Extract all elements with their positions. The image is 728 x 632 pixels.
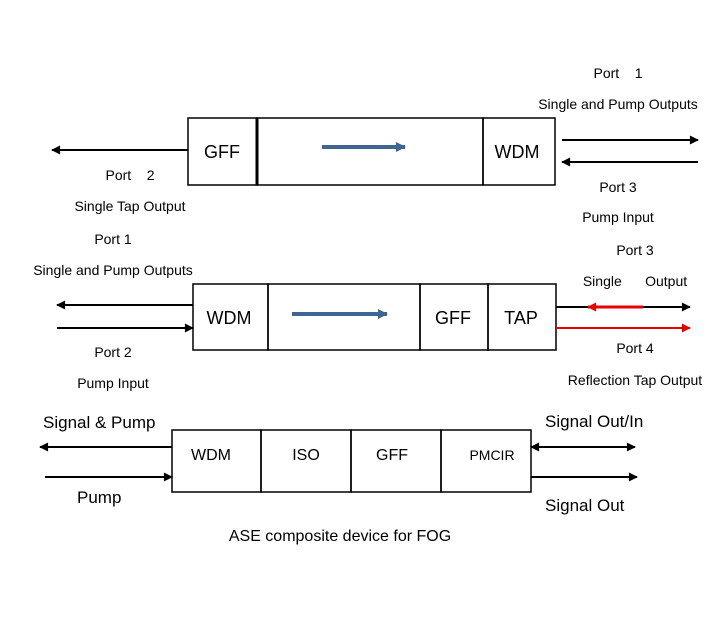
port2-desc: Pump Input (77, 375, 149, 391)
diagram-3: WDM ISO GFF PMCIR Signal & Pump Pump Sig… (39, 412, 643, 545)
caption: ASE composite device for FOG (229, 528, 451, 545)
wdm-box (482, 117, 556, 186)
signal-out-in-label: Signal Out/In (545, 412, 643, 431)
gff-label: GFF (376, 447, 408, 464)
signal-out-label: Signal Out (545, 496, 625, 515)
pmcir-box (440, 429, 532, 493)
port4-label: Port 4 (616, 340, 654, 356)
port3-desc: Single Output (583, 273, 687, 289)
pump-label: Pump (77, 488, 121, 507)
port3-label: Port 3 (599, 179, 637, 195)
pmcir-label: PMCIR (469, 447, 514, 463)
port2-label: Port 2 (105, 167, 154, 183)
port4-desc: Reflection Tap Output (568, 372, 702, 388)
wdm-label: WDM (495, 142, 540, 162)
wdm-label: WDM (207, 308, 252, 328)
port1-label: Port 1 (94, 231, 132, 247)
port2-desc: Single Tap Output (74, 198, 185, 214)
signal-pump-label: Signal & Pump (43, 413, 155, 432)
port3-label: Port 3 (616, 242, 654, 258)
tap-label: TAP (504, 308, 538, 328)
port1-label: Port 1 (593, 65, 642, 81)
port2-label: Port 2 (94, 344, 132, 360)
diagram-1: GFF WDM Port 1 Single and Pump Outputs P… (51, 65, 699, 225)
iso-label: ISO (292, 447, 320, 464)
port1-desc: Single and Pump Outputs (538, 96, 698, 112)
tap-box (487, 283, 557, 351)
fiber-coil-box (256, 117, 484, 186)
gff-label: GFF (204, 142, 240, 162)
fiber-coil-box (267, 283, 421, 351)
port3-desc: Pump Input (582, 209, 654, 225)
gff-label: GFF (435, 308, 471, 328)
wdm-label: WDM (191, 447, 231, 464)
diagram-2: WDM GFF TAP Port 1 Single and Pump Outpu… (33, 231, 702, 391)
port1-desc: Single and Pump Outputs (33, 262, 193, 278)
